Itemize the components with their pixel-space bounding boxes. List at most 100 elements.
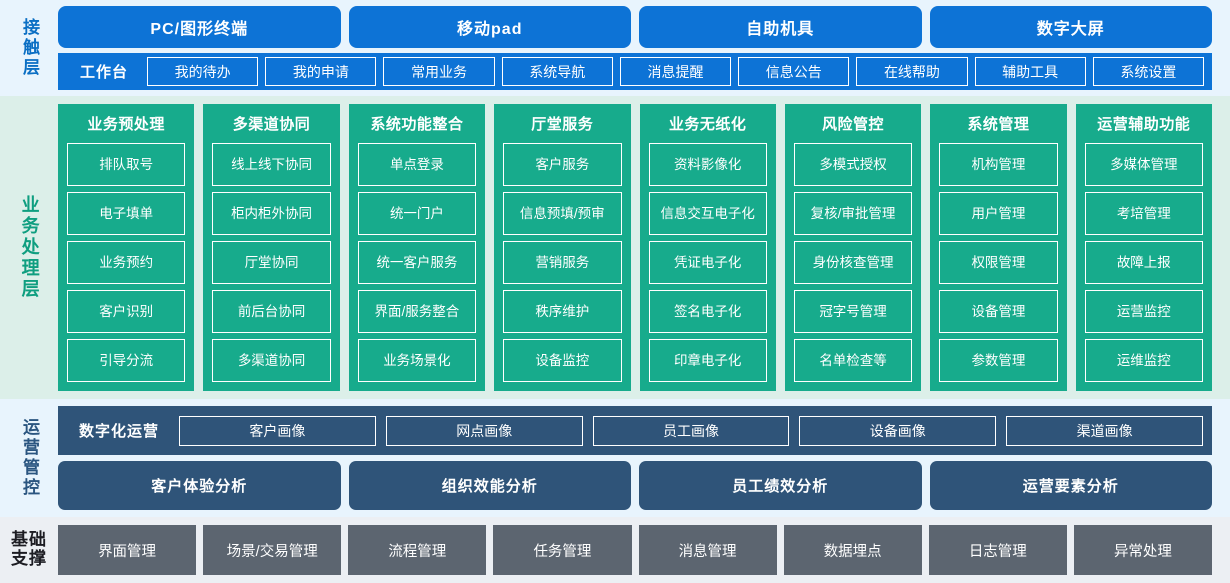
portrait-item-employee[interactable]: 员工画像 <box>592 415 790 446</box>
business-item[interactable]: 身份核查管理 <box>793 241 913 284</box>
business-item[interactable]: 签名电子化 <box>648 290 767 333</box>
business-item[interactable]: 客户服务 <box>503 143 622 186</box>
analysis-item-operation-factors[interactable]: 运营要素分析 <box>929 461 1212 510</box>
business-item[interactable]: 前后台协同 <box>212 290 331 333</box>
business-item[interactable]: 凭证电子化 <box>648 241 767 284</box>
workbench-item-online-help[interactable]: 在线帮助 <box>856 57 968 86</box>
workbench-row: 工作台 我的待办 我的申请 常用业务 系统导航 消息提醒 信息公告 在线帮助 辅… <box>58 53 1212 90</box>
business-item[interactable]: 单点登录 <box>357 143 477 186</box>
business-item[interactable]: 设备监控 <box>503 339 622 382</box>
device-chip-self-service[interactable]: 自助机具 <box>639 6 922 48</box>
base-item-log-management[interactable]: 日志管理 <box>928 525 1067 575</box>
business-item[interactable]: 机构管理 <box>939 143 1058 186</box>
business-item[interactable]: 统一门户 <box>357 192 477 235</box>
workbench-item-message-reminder[interactable]: 消息提醒 <box>619 57 732 86</box>
business-item[interactable]: 故障上报 <box>1084 241 1203 284</box>
business-column-operation-support: 运营辅助功能 多媒体管理 考培管理 故障上报 运营监控 运维监控 <box>1075 104 1212 391</box>
business-item[interactable]: 业务场景化 <box>357 339 477 382</box>
business-column-title: 系统功能整合 <box>370 116 464 133</box>
business-item[interactable]: 印章电子化 <box>648 339 767 382</box>
operations-layer-label: 运营管控 <box>0 406 58 510</box>
base-item-scene-transaction-management[interactable]: 场景/交易管理 <box>203 525 342 575</box>
business-item[interactable]: 秩序维护 <box>503 290 622 333</box>
contact-layer: 接触层 PC/图形终端 移动pad 自助机具 数字大屏 工作台 我的待办 我的申… <box>0 0 1230 96</box>
business-item[interactable]: 名单检查等 <box>793 339 913 382</box>
business-column-title: 厅堂服务 <box>531 116 594 133</box>
analysis-item-employee-performance[interactable]: 员工绩效分析 <box>639 461 922 510</box>
analysis-item-customer-experience[interactable]: 客户体验分析 <box>58 461 341 510</box>
business-item[interactable]: 考培管理 <box>1084 192 1203 235</box>
workbench-item-auxiliary-tools[interactable]: 辅助工具 <box>974 57 1086 86</box>
portrait-item-branch[interactable]: 网点画像 <box>385 415 583 446</box>
workbench-item-my-application[interactable]: 我的申请 <box>265 57 377 86</box>
business-item[interactable]: 多媒体管理 <box>1084 143 1203 186</box>
business-column-title: 业务无纸化 <box>668 116 747 133</box>
business-item[interactable]: 信息预填/预审 <box>503 192 622 235</box>
workbench-item-info-announcement[interactable]: 信息公告 <box>738 57 850 86</box>
digital-operations-title: 数字化运营 <box>79 423 160 440</box>
analysis-item-organization-efficiency[interactable]: 组织效能分析 <box>348 461 631 510</box>
base-item-ui-management[interactable]: 界面管理 <box>58 525 197 575</box>
portrait-item-customer[interactable]: 客户画像 <box>179 415 376 446</box>
business-item[interactable]: 多渠道协同 <box>212 339 331 382</box>
business-column-title: 多渠道协同 <box>232 116 311 133</box>
business-item[interactable]: 运营监控 <box>1084 290 1203 333</box>
base-support-label-line2: 支撑 <box>11 549 47 568</box>
device-chip-mobile-pad[interactable]: 移动pad <box>348 6 631 48</box>
business-item[interactable]: 营销服务 <box>503 241 622 284</box>
business-item[interactable]: 界面/服务整合 <box>357 290 477 333</box>
device-chip-digital-screen[interactable]: 数字大屏 <box>929 6 1212 48</box>
business-layer: 业务处理层 业务预处理 排队取号 电子填单 业务预约 客户识别 引导分流 多渠道… <box>0 96 1230 399</box>
base-support-layer-label: 基础 支撑 <box>0 525 58 575</box>
business-item[interactable]: 电子填单 <box>67 192 186 235</box>
business-item[interactable]: 业务预约 <box>67 241 186 284</box>
business-item[interactable]: 信息交互电子化 <box>648 192 767 235</box>
operations-layer-label-text: 运营管控 <box>20 418 40 498</box>
business-layer-label-text: 业务处理层 <box>19 195 40 300</box>
device-channel-row: PC/图形终端 移动pad 自助机具 数字大屏 <box>58 6 1212 48</box>
base-item-message-management[interactable]: 消息管理 <box>638 525 777 575</box>
base-item-process-management[interactable]: 流程管理 <box>348 525 487 575</box>
business-item[interactable]: 复核/审批管理 <box>793 192 913 235</box>
base-support-layer-body: 界面管理 场景/交易管理 流程管理 任务管理 消息管理 数据埋点 日志管理 异常… <box>58 525 1212 575</box>
business-column-system-integration: 系统功能整合 单点登录 统一门户 统一客户服务 界面/服务整合 业务场景化 <box>348 104 486 391</box>
business-layer-body: 业务预处理 排队取号 电子填单 业务预约 客户识别 引导分流 多渠道协同 线上线… <box>58 104 1212 391</box>
digital-operations-row: 数字化运营 客户画像 网点画像 员工画像 设备画像 渠道画像 <box>58 406 1212 455</box>
operations-layer: 运营管控 数字化运营 客户画像 网点画像 员工画像 设备画像 渠道画像 客户体验… <box>0 399 1230 517</box>
business-column-risk-control: 风险管控 多模式授权 复核/审批管理 身份核查管理 冠字号管理 名单检查等 <box>784 104 922 391</box>
business-item[interactable]: 统一客户服务 <box>357 241 477 284</box>
business-item[interactable]: 多模式授权 <box>793 143 913 186</box>
business-item[interactable]: 线上线下协同 <box>212 143 331 186</box>
business-item[interactable]: 排队取号 <box>67 143 186 186</box>
business-layer-label: 业务处理层 <box>0 104 58 391</box>
portrait-item-channel[interactable]: 渠道画像 <box>1006 415 1203 446</box>
business-item[interactable]: 厅堂协同 <box>212 241 331 284</box>
workbench-item-system-settings[interactable]: 系统设置 <box>1092 57 1204 86</box>
base-support-layer: 基础 支撑 界面管理 场景/交易管理 流程管理 任务管理 消息管理 数据埋点 日… <box>0 517 1230 583</box>
business-item[interactable]: 用户管理 <box>939 192 1058 235</box>
device-chip-pc[interactable]: PC/图形终端 <box>58 6 341 48</box>
portrait-item-device[interactable]: 设备画像 <box>799 415 997 446</box>
base-item-data-tracking[interactable]: 数据埋点 <box>783 525 922 575</box>
base-item-exception-handling[interactable]: 异常处理 <box>1073 525 1212 575</box>
business-column-title: 系统管理 <box>967 116 1030 133</box>
business-item[interactable]: 引导分流 <box>67 339 186 382</box>
business-item[interactable]: 运维监控 <box>1084 339 1203 382</box>
workbench-item-common-business[interactable]: 常用业务 <box>383 57 495 86</box>
business-column-title: 业务预处理 <box>87 116 165 133</box>
business-item[interactable]: 权限管理 <box>939 241 1058 284</box>
business-item[interactable]: 参数管理 <box>939 339 1058 382</box>
business-item[interactable]: 设备管理 <box>939 290 1058 333</box>
business-item[interactable]: 资料影像化 <box>648 143 767 186</box>
workbench-title: 工作台 <box>80 64 129 81</box>
contact-layer-body: PC/图形终端 移动pad 自助机具 数字大屏 工作台 我的待办 我的申请 常用… <box>58 6 1212 90</box>
analysis-row: 客户体验分析 组织效能分析 员工绩效分析 运营要素分析 <box>58 461 1212 510</box>
workbench-item-my-todo[interactable]: 我的待办 <box>147 57 259 86</box>
workbench-item-system-navigation[interactable]: 系统导航 <box>501 57 613 86</box>
base-item-task-management[interactable]: 任务管理 <box>493 525 632 575</box>
contact-layer-label-text: 接触层 <box>20 18 40 78</box>
business-item[interactable]: 柜内柜外协同 <box>212 192 331 235</box>
business-item[interactable]: 客户识别 <box>67 290 186 333</box>
business-item[interactable]: 冠字号管理 <box>793 290 913 333</box>
